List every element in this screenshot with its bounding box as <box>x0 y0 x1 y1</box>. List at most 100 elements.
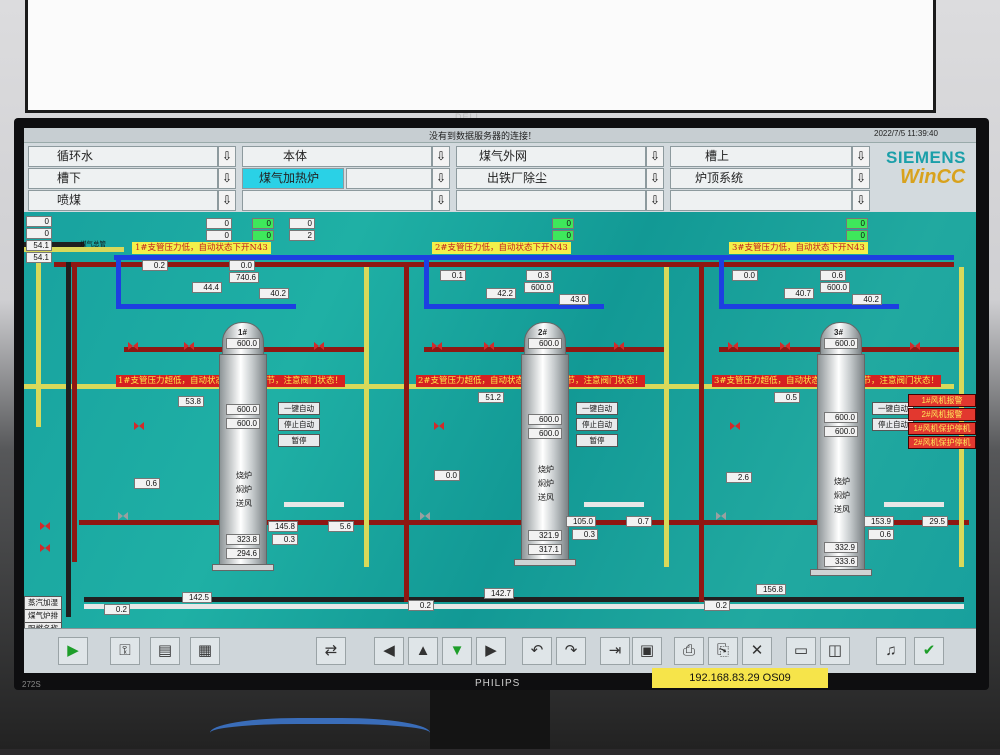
fan-1-protect-stop-button[interactable]: 1#风机保护停机 <box>908 422 976 435</box>
nav-button-trough-top[interactable]: 槽上 <box>670 146 852 167</box>
nav-button-furnace-top[interactable]: 炉顶系统 <box>670 168 852 189</box>
furnace-2-body <box>521 354 569 561</box>
folder-icon[interactable]: ▤ <box>150 637 180 665</box>
nav-arrow-icon[interactable]: ⇩ <box>218 168 236 189</box>
process-diagram: 0 0 54.1 54.1 煤气总管 0 0 0 0 0 2 0 0 0 0 1… <box>24 212 976 636</box>
furnace-1-value-a: 44.4 <box>192 282 222 293</box>
nav-arrow-icon[interactable]: ⇩ <box>646 168 664 189</box>
gas-valve-icon[interactable] <box>780 342 790 350</box>
nav-button-gas-heating-furnace[interactable]: 煤气加热炉 <box>242 168 344 189</box>
furnace-3-value-d: 0.0 <box>732 270 758 281</box>
report-icon[interactable]: ▦ <box>190 637 220 665</box>
furnace-2-auto-button[interactable]: 一键自动 <box>576 402 618 415</box>
valve-icon[interactable] <box>118 512 128 520</box>
audio-icon[interactable]: ♫ <box>876 637 906 665</box>
gas-valve-icon[interactable] <box>184 342 194 350</box>
acknowledge-icon[interactable]: ✔ <box>914 637 944 665</box>
nav-arrow-icon[interactable]: ⇩ <box>432 190 450 211</box>
furnace-3-blast-label: 送风 <box>834 505 850 514</box>
valve-icon[interactable] <box>420 512 430 520</box>
furnace-3-temp-b: 600.0 <box>824 426 858 437</box>
left-label-steam[interactable]: 蒸汽加湿 <box>24 596 62 610</box>
white-pipe-3 <box>884 502 944 507</box>
furnace-3-soak-label: 焖炉 <box>834 491 850 500</box>
start-icon[interactable]: ▶ <box>58 637 88 665</box>
arrow-right-icon[interactable]: ▶ <box>476 637 506 665</box>
furnace-3-value-f: 0.5 <box>774 392 800 403</box>
nav-button-tapping-dedusting[interactable]: 出铁厂除尘 <box>456 168 646 189</box>
gas-valve-icon[interactable] <box>730 422 740 430</box>
gas-valve-icon[interactable] <box>432 342 442 350</box>
value-box: 2 <box>289 230 315 241</box>
gas-drop-pipe <box>72 262 77 562</box>
nav-button-empty[interactable] <box>346 168 432 189</box>
nav-arrow-icon[interactable]: ⇩ <box>432 146 450 167</box>
furnace-1-value-h: 145.8 <box>268 521 298 532</box>
nav-button-empty[interactable] <box>456 190 646 211</box>
valve-icon[interactable] <box>40 544 50 552</box>
furnace-2-pause-button[interactable]: 暂停 <box>576 434 618 447</box>
furnace-2-stop-auto-button[interactable]: 停止自动 <box>576 418 618 431</box>
arrow-up-icon[interactable]: ▲ <box>408 637 438 665</box>
key-icon[interactable]: ⚿ <box>110 637 140 665</box>
nav-button-gas-network[interactable]: 煤气外网 <box>456 146 646 167</box>
arrow-left-icon[interactable]: ◀ <box>374 637 404 665</box>
gas-valve-icon[interactable] <box>614 342 624 350</box>
nav-button-trough-bottom[interactable]: 槽下 <box>28 168 218 189</box>
furnace-2-temp-a: 600.0 <box>528 414 562 425</box>
furnace-1-auto-button[interactable]: 一键自动 <box>278 402 320 415</box>
close-icon[interactable]: ✕ <box>742 637 772 665</box>
nav-button-empty[interactable] <box>670 190 852 211</box>
value-box: 0 <box>846 230 868 241</box>
black-top-left <box>24 242 84 247</box>
gas-valve-icon[interactable] <box>434 422 444 430</box>
fan-1-alarm-button[interactable]: 1#风机报警 <box>908 394 976 407</box>
table-icon[interactable]: ▣ <box>632 637 662 665</box>
nav-arrow-icon[interactable]: ⇩ <box>646 146 664 167</box>
nav-button-body[interactable]: 本体 <box>242 146 432 167</box>
window-icon[interactable]: ◫ <box>820 637 850 665</box>
nav-arrow-icon[interactable]: ⇩ <box>432 168 450 189</box>
gas-valve-icon[interactable] <box>728 342 738 350</box>
nav-arrow-icon[interactable]: ⇩ <box>852 168 870 189</box>
gas-valve-icon[interactable] <box>314 342 324 350</box>
air-drop-2 <box>424 255 429 305</box>
nav-arrow-icon[interactable]: ⇩ <box>218 190 236 211</box>
nav-arrow-icon[interactable]: ⇩ <box>852 190 870 211</box>
value-box: 0 <box>846 218 868 229</box>
back-icon[interactable]: ↶ <box>522 637 552 665</box>
monitor-icon[interactable]: ▭ <box>786 637 816 665</box>
nav-button-circulating-water[interactable]: 循环水 <box>28 146 218 167</box>
furnace-1-bottom-2: 294.6 <box>226 548 260 559</box>
export-icon[interactable]: ⇥ <box>600 637 630 665</box>
gas-valve-icon[interactable] <box>910 342 920 350</box>
furnace-3-body <box>817 354 865 571</box>
nav-button-coal-injection[interactable]: 喷煤 <box>28 190 218 211</box>
furnace-1-dome-temp: 600.0 <box>226 338 260 349</box>
screen-switch-icon[interactable]: ⇄ <box>316 637 346 665</box>
furnace-3-base <box>810 569 872 576</box>
print-icon[interactable]: ⎙ <box>674 637 704 665</box>
fan-2-alarm-button[interactable]: 2#风机报警 <box>908 408 976 421</box>
nav-button-empty[interactable] <box>242 190 432 211</box>
datetime: 2022/7/5 11:39:40 <box>874 129 938 138</box>
gas-valve-icon[interactable] <box>134 422 144 430</box>
forward-icon[interactable]: ↷ <box>556 637 586 665</box>
nav-arrow-icon[interactable]: ⇩ <box>852 146 870 167</box>
gas-valve-icon[interactable] <box>484 342 494 350</box>
nav-arrow-icon[interactable]: ⇩ <box>646 190 664 211</box>
nav-arrow-icon[interactable]: ⇩ <box>218 146 236 167</box>
monitor-model: 272S <box>22 680 41 689</box>
gas-valve-icon[interactable] <box>128 342 138 350</box>
valve-icon[interactable] <box>716 512 726 520</box>
furnace-2-value-c: 600.0 <box>524 282 554 293</box>
left-label-gas-drain[interactable]: 煤气炉排 <box>24 609 62 623</box>
furnace-1-pause-button[interactable]: 暂停 <box>278 434 320 447</box>
arrow-down-icon[interactable]: ▼ <box>442 637 472 665</box>
furnace-2-bottom-2: 317.1 <box>528 544 562 555</box>
print-preview-icon[interactable]: ⎘ <box>708 637 738 665</box>
furnace-1-value-b: 40.2 <box>259 288 289 299</box>
valve-icon[interactable] <box>40 522 50 530</box>
furnace-1-stop-auto-button[interactable]: 停止自动 <box>278 418 320 431</box>
fan-2-protect-stop-button[interactable]: 2#风机保护停机 <box>908 436 976 449</box>
